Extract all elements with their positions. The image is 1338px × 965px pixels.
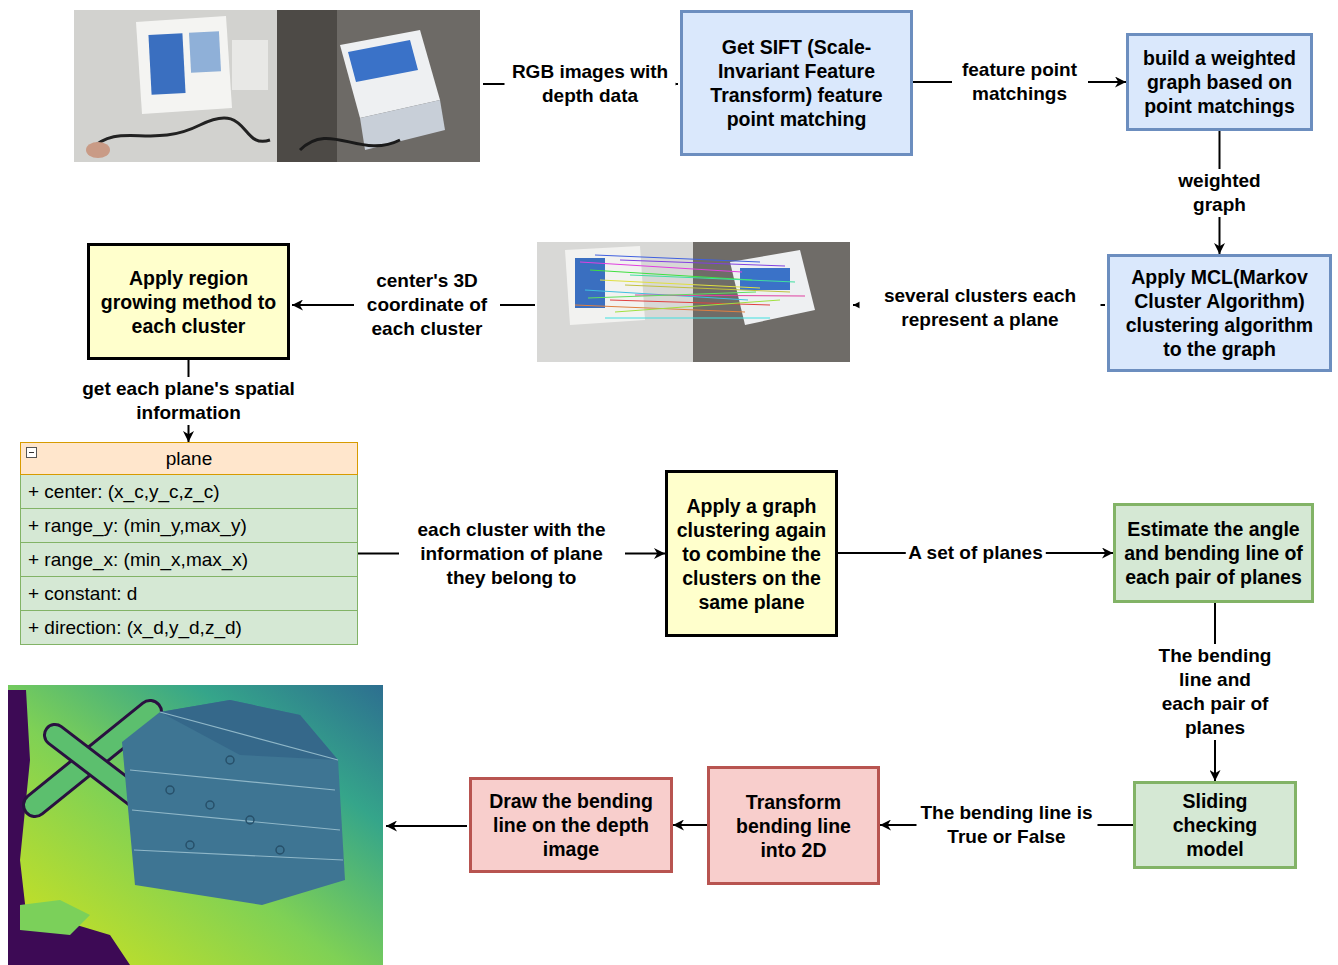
box-label: Draw the bending line on the depth image bbox=[478, 789, 664, 861]
match-line bbox=[595, 255, 760, 262]
collapse-icon-minus bbox=[29, 452, 34, 453]
box-label: Apply a graph clustering again to combin… bbox=[674, 494, 829, 614]
process-box: Get SIFT (Scale-Invariant Feature Transf… bbox=[680, 10, 913, 156]
table-row: + range_y: (min_y,max_y) bbox=[20, 509, 358, 543]
flow-connector bbox=[673, 824, 707, 826]
flow-label: RGB images with depth data bbox=[505, 60, 676, 108]
match-line bbox=[600, 280, 760, 288]
folded-paper bbox=[122, 700, 345, 905]
box-text-group: Draw the bending line on the depth image bbox=[478, 789, 664, 861]
process-box: Apply a graph clustering again to combin… bbox=[665, 470, 838, 637]
collapse-icon-box bbox=[27, 448, 37, 458]
attribute: + range_x: (min_x,max_x) bbox=[28, 548, 248, 572]
attribute: + range_y: (min_y,max_y) bbox=[28, 514, 247, 538]
depth-patch bbox=[20, 900, 90, 935]
box-label: Transform bending line into 2D bbox=[716, 790, 871, 862]
edge-label: get each plane's spatial information bbox=[61, 377, 317, 425]
edge-label: weighted graph bbox=[1162, 169, 1278, 217]
table-row: + direction: (x_d,y_d,z_d) bbox=[20, 611, 358, 645]
process-box: Apply MCL(Markov Cluster Algorithm) clus… bbox=[1107, 254, 1332, 372]
flow-label: several clusters each represent a plane bbox=[860, 284, 1101, 332]
class-table: plane + center: (x_c,y_c,z_c) + range_y: (… bbox=[20, 442, 358, 645]
cable bbox=[90, 118, 270, 150]
poster-print bbox=[575, 258, 605, 308]
paper-fold bbox=[160, 700, 338, 760]
edge-label: A set of planes bbox=[905, 541, 1045, 565]
box-side bbox=[360, 100, 445, 150]
table-row: + range_x: (min_x,max_x) bbox=[20, 543, 358, 577]
edge-label: each cluster with the information of pla… bbox=[399, 518, 625, 590]
process-box: build a weighted graph based on point ma… bbox=[1126, 33, 1313, 131]
box-print bbox=[740, 268, 790, 290]
edge-label: The bending line is True or False bbox=[916, 801, 1097, 849]
paper bbox=[232, 40, 268, 90]
bending-line bbox=[160, 712, 338, 760]
box-text-group: Apply MCL(Markov Cluster Algorithm) clus… bbox=[1116, 265, 1323, 361]
edge-label: The bending line and each pair of planes bbox=[1154, 644, 1277, 740]
process-box: Apply region growing method to each clus… bbox=[87, 243, 290, 360]
table-row: + constant: d bbox=[20, 577, 358, 611]
bending-line bbox=[132, 810, 340, 830]
collapse-icon bbox=[26, 447, 38, 459]
poster-print bbox=[189, 31, 221, 73]
match-line bbox=[625, 285, 790, 292]
depth-image bbox=[8, 685, 383, 965]
box-text-group: Sliding checking model bbox=[1142, 789, 1288, 861]
match-line bbox=[630, 275, 795, 282]
box-label: Apply region growing method to each clus… bbox=[96, 266, 281, 338]
attribute: + direction: (x_d,y_d,z_d) bbox=[28, 616, 242, 640]
box-label: Apply MCL(Markov Cluster Algorithm) clus… bbox=[1116, 265, 1323, 361]
box-text-group: Transform bending line into 2D bbox=[716, 790, 871, 862]
feature-dot bbox=[226, 756, 234, 764]
box-label: Get SIFT (Scale-Invariant Feature Transf… bbox=[689, 35, 904, 131]
class-name: plane bbox=[166, 447, 213, 471]
feature-dots bbox=[166, 756, 284, 854]
bending-line bbox=[130, 770, 335, 790]
box-text-group: Apply region growing method to each clus… bbox=[96, 266, 281, 338]
poster-print bbox=[148, 33, 185, 95]
poster bbox=[136, 16, 232, 114]
bending-line bbox=[134, 850, 343, 860]
attribute: + center: (x_c,y_c,z_c) bbox=[28, 480, 220, 504]
box-text-group: build a weighted graph based on point ma… bbox=[1135, 46, 1304, 118]
match-line bbox=[605, 318, 770, 319]
match-line bbox=[588, 292, 756, 298]
rgb-photo bbox=[74, 10, 480, 162]
photo-left bbox=[74, 10, 277, 162]
box-print bbox=[348, 40, 418, 82]
depth-ground bbox=[8, 685, 383, 965]
box-text-group: Get SIFT (Scale-Invariant Feature Transf… bbox=[689, 35, 904, 131]
process-box: Transform bending line into 2D bbox=[707, 766, 880, 885]
process-box: Draw the bending line on the depth image bbox=[469, 777, 673, 873]
cable bbox=[300, 138, 400, 150]
process-box: Estimate the angle and bending line of e… bbox=[1113, 503, 1314, 603]
edge-label: feature point matchings bbox=[952, 58, 1088, 106]
feature-dot bbox=[206, 801, 214, 809]
bending-lines bbox=[130, 712, 343, 860]
photo-right bbox=[277, 10, 480, 162]
feature-dot bbox=[186, 841, 194, 849]
box-text-group: Estimate the angle and bending line of e… bbox=[1122, 517, 1305, 589]
flow-arrow bbox=[386, 825, 467, 827]
feature-dot bbox=[276, 846, 284, 854]
box-text-group: Apply a graph clustering again to combin… bbox=[674, 494, 829, 614]
feature-dot bbox=[166, 786, 174, 794]
box-label: build a weighted graph based on point ma… bbox=[1135, 46, 1304, 118]
match-line bbox=[620, 260, 785, 266]
table-row: + center: (x_c,y_c,z_c) bbox=[20, 475, 358, 509]
attribute: + constant: d bbox=[28, 582, 137, 606]
table-header: plane bbox=[20, 442, 358, 475]
match-line bbox=[615, 300, 780, 312]
process-box: Sliding checking model bbox=[1133, 781, 1297, 869]
hand bbox=[86, 142, 110, 158]
match-line bbox=[590, 270, 752, 280]
box-label: Estimate the angle and bending line of e… bbox=[1122, 517, 1305, 589]
match-lines bbox=[575, 255, 805, 318]
matching-photo bbox=[537, 242, 850, 362]
feature-dot bbox=[246, 816, 254, 824]
box-label: Sliding checking model bbox=[1142, 789, 1288, 861]
flow-label: center's 3D coordinate of each cluster bbox=[354, 269, 500, 341]
